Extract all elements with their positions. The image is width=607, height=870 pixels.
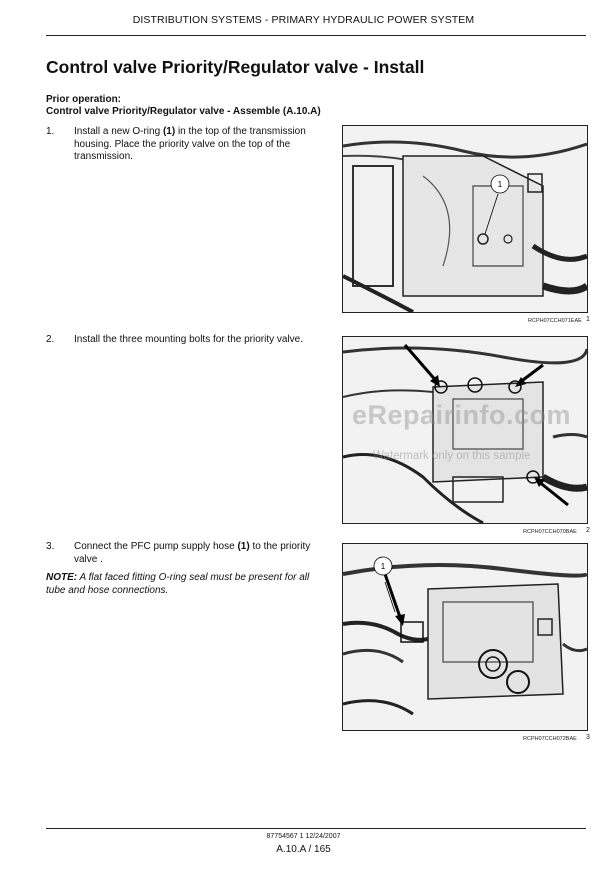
page-number: A.10.A / 165 bbox=[276, 844, 331, 855]
note: NOTE: A flat faced fitting O-ring seal m… bbox=[46, 572, 326, 597]
figure-3-photo: 1 bbox=[342, 543, 588, 731]
prior-operation: Prior operation: Control valve Priority/… bbox=[46, 94, 321, 118]
figure-1-caption: RCPH07CCH071EAE bbox=[528, 318, 582, 324]
figure-1-callout: 1 bbox=[498, 180, 503, 189]
prior-operation-text: Control valve Priority/Regulator valve -… bbox=[46, 106, 321, 117]
figure-3-caption: RCPH07CCH072BAE bbox=[523, 736, 577, 742]
figure-3-callout: 1 bbox=[381, 562, 386, 571]
note-label: NOTE: bbox=[46, 572, 78, 583]
step-2: 2. Install the three mounting bolts for … bbox=[46, 334, 321, 347]
figure-2-number: 2 bbox=[586, 527, 590, 534]
step-3: 3. Connect the PFC pump supply hose (1) … bbox=[46, 541, 321, 566]
figure-2-caption: RCPH07CCH070BAE bbox=[523, 529, 577, 535]
step-1: 1. Install a new O-ring (1) in the top o… bbox=[46, 126, 321, 164]
figure-2-photo bbox=[342, 336, 588, 524]
note-text: A flat faced fitting O-ring seal must be… bbox=[46, 572, 310, 596]
step-number: 2. bbox=[46, 334, 55, 345]
footer-doc-id: 87754567 1 12/24/2007 bbox=[266, 833, 341, 840]
figure-3-number: 3 bbox=[586, 734, 590, 741]
footer-rule bbox=[46, 828, 586, 829]
figure-1-photo: 1 bbox=[342, 125, 588, 313]
prior-operation-label: Prior operation: bbox=[46, 94, 122, 105]
step-number: 3. bbox=[46, 541, 55, 552]
step-number: 1. bbox=[46, 126, 55, 137]
step-text: Connect the PFC pump supply hose (1) to … bbox=[74, 541, 311, 565]
step-text: Install the three mounting bolts for the… bbox=[74, 334, 304, 345]
figure-1-number: 1 bbox=[586, 316, 590, 323]
running-header: DISTRIBUTION SYSTEMS - PRIMARY HYDRAULIC… bbox=[132, 14, 475, 26]
step-text: Install a new O-ring (1) in the top of t… bbox=[74, 126, 306, 162]
watermark: eRepairinfo.com bbox=[352, 400, 572, 430]
header-rule bbox=[46, 35, 586, 36]
page-title: Control valve Priority/Regulator valve -… bbox=[46, 57, 425, 77]
watermark-subtext: Watermark only on this sample bbox=[373, 450, 531, 462]
